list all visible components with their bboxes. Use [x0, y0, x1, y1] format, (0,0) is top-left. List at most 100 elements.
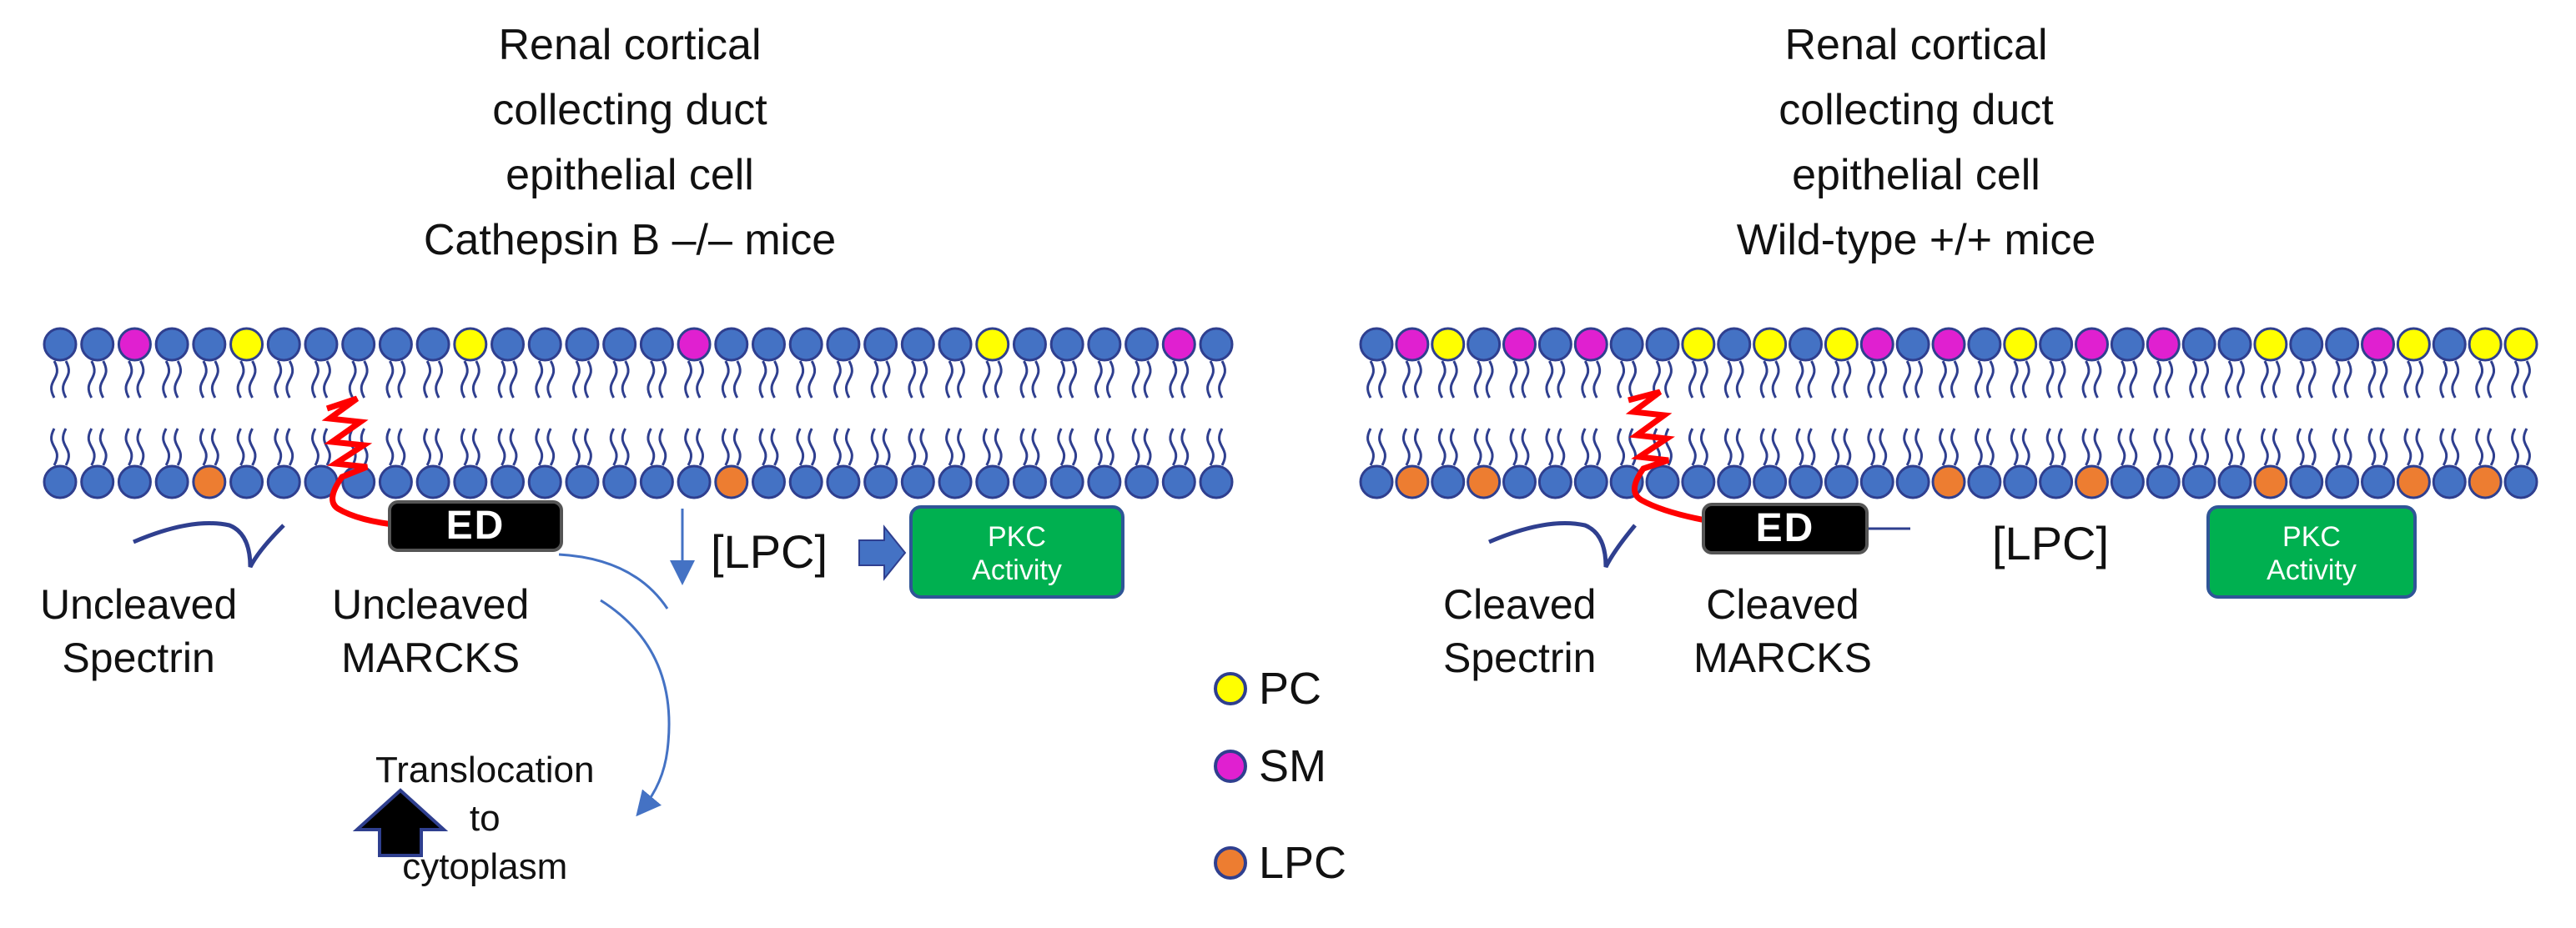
marcks-label-right: Cleaved MARCKS	[1693, 581, 1872, 681]
lipid-tail	[882, 428, 891, 466]
lipid-tail	[1807, 360, 1816, 399]
inner-leaflet-lipid-head	[677, 464, 712, 499]
lipid-tail	[1143, 428, 1152, 466]
lipid-tail	[2153, 428, 2162, 466]
lipid-tail	[844, 428, 853, 466]
lipid-tail	[908, 428, 917, 466]
lipid-tail	[658, 428, 667, 466]
outer-leaflet-lipid-head	[751, 327, 786, 362]
lipid-tail	[1131, 360, 1140, 399]
outer-leaflet-lipid-head	[43, 327, 78, 362]
lipid-tail	[2236, 428, 2245, 466]
lipid-tail	[2189, 360, 2198, 399]
inner-leaflet-lipid-head	[1502, 464, 1537, 499]
inner-leaflet-lipid-head	[2217, 464, 2252, 499]
lipid-tail	[1974, 428, 1983, 466]
inner-leaflet-lipid-head	[154, 464, 189, 499]
lipid-tail	[1831, 360, 1840, 399]
lipid-tail	[2379, 428, 2388, 466]
inner-leaflet-lipid-head	[1824, 464, 1859, 499]
inner-leaflet-lipid-head	[117, 464, 152, 499]
lipid-tail	[2189, 428, 2198, 466]
lipid-tail	[136, 360, 145, 399]
lipid-tail	[1473, 428, 1482, 466]
lipid-tail	[136, 428, 145, 466]
outer-leaflet-pc-head	[2003, 327, 2038, 362]
lipid-tail	[2367, 428, 2377, 466]
lipid-tail	[2296, 428, 2305, 466]
outer-leaflet-pc-head	[2253, 327, 2288, 362]
legend-item-pc: PC	[1214, 663, 1321, 715]
outer-leaflet-lipid-head	[2110, 327, 2145, 362]
lipid-tail	[908, 360, 917, 399]
lipid-tail	[1699, 428, 1708, 466]
outer-leaflet-sm-head	[1931, 327, 1966, 362]
lipid-tail	[2451, 428, 2460, 466]
lipid-tail	[2201, 428, 2210, 466]
lipid-tail	[2201, 360, 2210, 399]
inner-leaflet-lipid-head	[1573, 464, 1608, 499]
lipid-tail	[647, 428, 656, 466]
lipid-tail	[2439, 360, 2448, 399]
lipid-tail	[162, 360, 171, 399]
lipid-tail	[1688, 360, 1697, 399]
outer-leaflet-lipid-head	[527, 327, 562, 362]
lipid-tail	[50, 428, 58, 466]
outer-leaflet-pc-head	[453, 327, 488, 362]
inner-leaflet-lipid-head	[863, 464, 898, 499]
inner-leaflet-lpc-head	[1931, 464, 1966, 499]
inner-leaflet-lipid-head	[229, 464, 264, 499]
lipid-tail	[1449, 428, 1458, 466]
lipid-tail	[1366, 428, 1375, 466]
inner-leaflet-lpc-head	[2396, 464, 2431, 499]
lipid-tail	[994, 428, 1003, 466]
lipid-tail	[1664, 360, 1673, 399]
lipid-tail	[1985, 360, 1995, 399]
inner-leaflet-lipid-head	[2146, 464, 2181, 499]
lipid-tail	[1105, 360, 1114, 399]
lipid-tail	[1950, 360, 1959, 399]
lipid-tail	[1759, 428, 1768, 466]
lipid-tail	[1105, 428, 1114, 466]
inner-leaflet-lipid-head	[639, 464, 674, 499]
pc-dot-icon	[1214, 672, 1247, 705]
inner-leaflet-lipid-head	[1087, 464, 1122, 499]
lipid-tail	[1903, 428, 1912, 466]
spectrin-label-right: Cleaved Spectrin	[1443, 581, 1597, 681]
inner-leaflet-lipid-head	[2361, 464, 2395, 499]
lipid-tail	[1057, 360, 1066, 399]
lipid-tail	[1617, 360, 1626, 399]
lipid-tail	[1218, 360, 1226, 399]
lipid-tail	[1950, 428, 1959, 466]
outer-leaflet-lipid-head	[378, 327, 413, 362]
outer-leaflet-pc-head	[2503, 327, 2538, 362]
lipid-tail	[1879, 428, 1888, 466]
lipid-tail	[1069, 360, 1078, 399]
inner-leaflet-lipid-head	[1431, 464, 1466, 499]
right-panel-title: Renal cortical collecting duct epithelia…	[1736, 21, 2096, 264]
lipid-tail	[311, 428, 319, 466]
inner-leaflet-lipid-head	[453, 464, 488, 499]
lipid-tail	[1473, 360, 1482, 399]
lipid-tail	[1557, 428, 1566, 466]
lipid-tail	[833, 428, 842, 466]
lipid-tail	[1699, 360, 1708, 399]
lipid-tail	[1485, 428, 1494, 466]
lipid-tail	[348, 360, 357, 399]
lipid-tail	[1914, 360, 1924, 399]
lipid-tail	[1378, 360, 1386, 399]
lipid-tail	[2523, 428, 2531, 466]
lipid-tail	[583, 428, 592, 466]
lipid-tail	[248, 360, 257, 399]
lipid-tail	[808, 428, 817, 466]
lipid-tail	[2296, 360, 2305, 399]
lipid-tail	[1437, 428, 1446, 466]
lipid-tail	[2093, 428, 2102, 466]
lipid-tail	[323, 360, 331, 399]
lipid-tail	[1019, 428, 1029, 466]
lipid-tail	[2367, 360, 2377, 399]
lipid-tail	[1401, 360, 1411, 399]
membrane-left	[43, 327, 1234, 499]
lipid-tail	[1437, 360, 1446, 399]
